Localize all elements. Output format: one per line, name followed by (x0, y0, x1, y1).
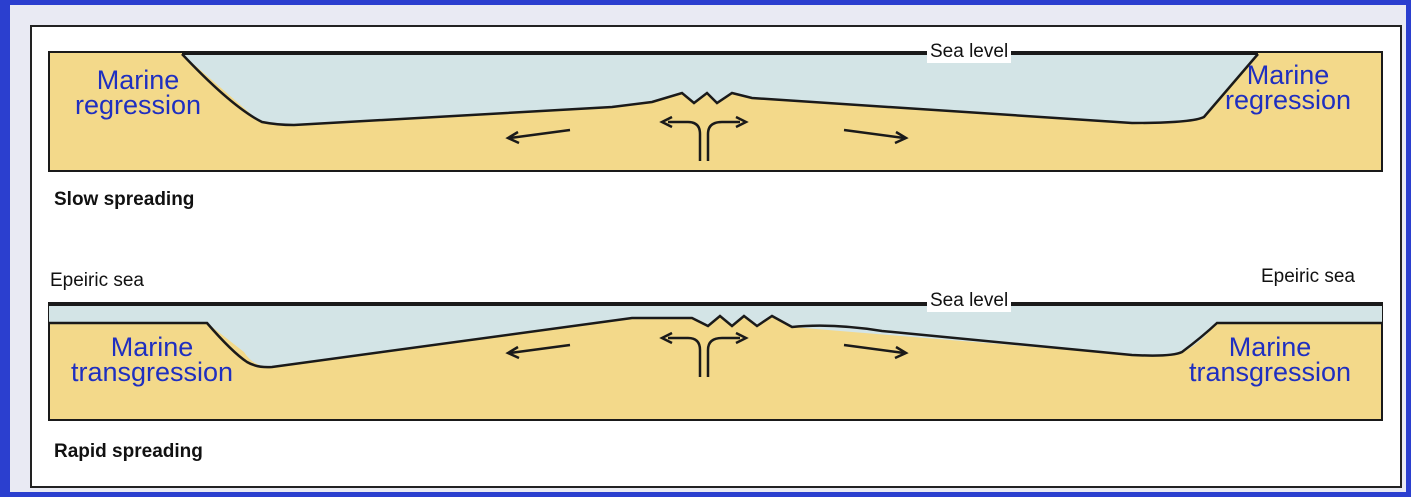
bottom-right-transgression-label: Marine transgression (1170, 332, 1370, 387)
top-seafloor-profile (181, 53, 1259, 127)
bottom-right-label-text: Marine transgression (1188, 332, 1352, 387)
figure-frame: Sea level Marine regression Marine regre… (10, 5, 1406, 492)
rapid-spreading-caption: Rapid spreading (54, 441, 203, 462)
top-right-label-text: Marine regression (1224, 60, 1352, 115)
bottom-cross-section (48, 302, 1383, 421)
bottom-left-transgression-label: Marine transgression (52, 332, 252, 387)
bottom-seafloor-profile (49, 314, 1382, 369)
bottom-left-label-text: Marine transgression (70, 332, 234, 387)
bottom-spreading-arrows (505, 343, 909, 360)
diagram-panel: Sea level Marine regression Marine regre… (30, 25, 1402, 488)
top-sea-level-label: Sea level (927, 41, 1012, 63)
top-cross-section (48, 51, 1383, 172)
slow-spreading-caption: Slow spreading (54, 189, 195, 210)
diagram-svg (48, 51, 1383, 421)
top-ocean-water (182, 54, 1258, 124)
right-epeiric-sea-label: Epeiric sea (1261, 266, 1355, 287)
top-left-regression-label: Marine regression (58, 65, 218, 120)
left-epeiric-sea-label: Epeiric sea (50, 270, 144, 291)
top-spreading-arrows (505, 128, 909, 145)
top-upwelling-arrows (659, 115, 749, 161)
top-left-label-text: Marine regression (74, 65, 202, 120)
top-right-regression-label: Marine regression (1208, 60, 1368, 115)
bottom-upwelling-arrows (659, 331, 749, 377)
bottom-sea-level-label: Sea level (927, 290, 1012, 312)
